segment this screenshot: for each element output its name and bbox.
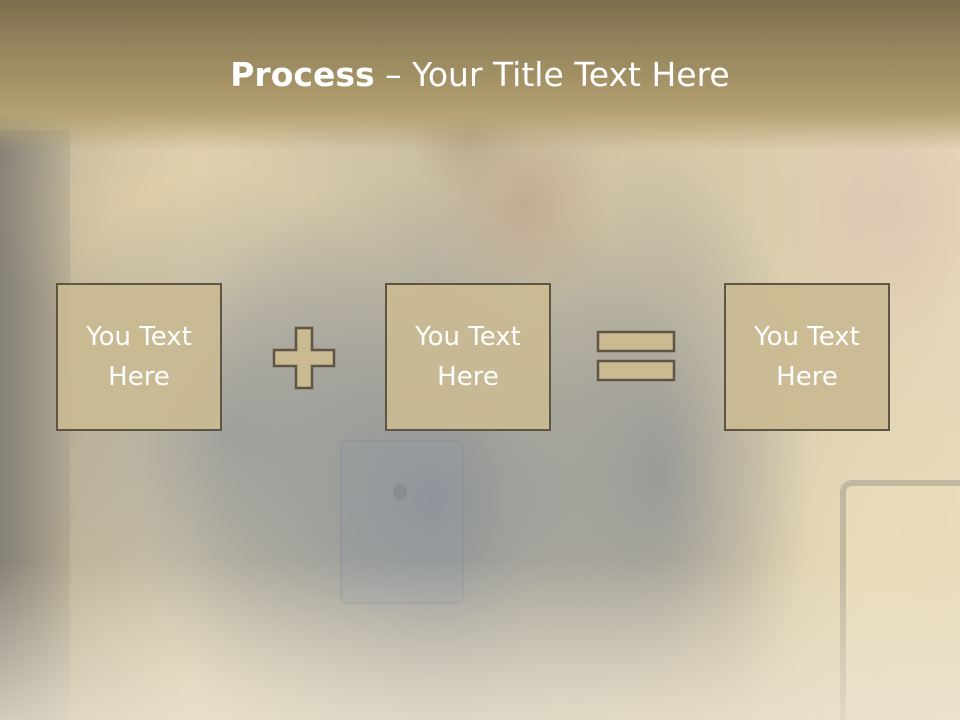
process-box-1-text: You Text Here: [86, 322, 192, 392]
process-box-3[interactable]: You Text Here: [724, 283, 890, 431]
process-box-1[interactable]: You Text Here: [56, 283, 222, 431]
title-bold: Process: [230, 55, 375, 94]
plus-icon: [272, 326, 336, 390]
title-band: [0, 0, 960, 150]
background-wash-bottom: [0, 560, 960, 720]
title-separator: –: [374, 55, 413, 94]
process-box-3-text: You Text Here: [754, 322, 860, 392]
process-box-2[interactable]: You Text Here: [385, 283, 551, 431]
equals-icon: [596, 330, 676, 382]
slide-title[interactable]: Process – Your Title Text Here: [0, 52, 960, 98]
background-photo-button: [393, 484, 407, 500]
title-rest: Your Title Text Here: [412, 55, 730, 94]
process-box-2-text: You Text Here: [415, 322, 521, 392]
